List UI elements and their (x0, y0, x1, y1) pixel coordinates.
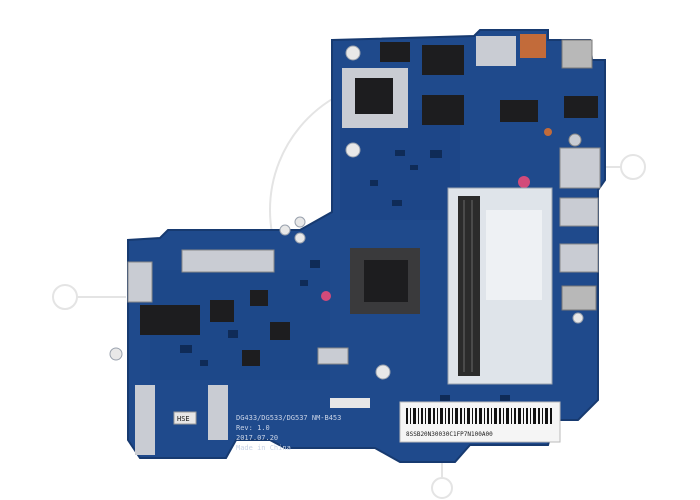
connector (317, 347, 349, 365)
silk-rev: Rev: 1.0 (236, 424, 270, 432)
sticker (330, 398, 370, 408)
mounting-holes (109, 45, 584, 380)
chip (500, 100, 538, 122)
audio-jack (561, 285, 597, 311)
silk-origin: Made in China (236, 444, 291, 452)
capacitor (518, 176, 530, 188)
serial-label: 8SSB20N30030C1FP7N100A00 (399, 401, 561, 443)
gpu-chip (355, 78, 393, 114)
vram-chip (422, 45, 464, 75)
gpu-area (342, 42, 464, 128)
chip (242, 350, 260, 366)
usb-port (559, 243, 599, 273)
chip (250, 290, 268, 306)
card-reader (564, 96, 598, 118)
connector (127, 261, 153, 303)
metal-plate (476, 36, 516, 66)
hdmi-port (559, 147, 601, 189)
capacitor (321, 291, 331, 301)
vram-chip (380, 42, 410, 62)
chip (140, 305, 200, 335)
copper-pad (520, 34, 546, 58)
ram-label (486, 210, 542, 300)
hse-tag: HSE (173, 411, 197, 425)
barcode (406, 408, 552, 424)
ram-slot-pins (458, 196, 480, 376)
vram-chip (422, 95, 464, 125)
metal-strip (208, 385, 228, 440)
ram-slot (447, 187, 553, 385)
silkscreen: DG433/DG533/DG537 NM-B453 Rev: 1.0 2017.… (236, 414, 341, 452)
usb-port (559, 197, 599, 227)
barcode-text: 8SSB20N30030C1FP7N100A00 (406, 431, 493, 438)
smd-components (180, 150, 510, 401)
cpu (350, 248, 420, 314)
silk-date: 2017.07.20 (236, 434, 278, 442)
dc-jack (561, 39, 593, 69)
lvds-connector (181, 249, 275, 273)
metal-strip (135, 385, 155, 455)
hse-tag-text: HSE (177, 415, 190, 423)
silk-model: DG433/DG533/DG537 NM-B453 (236, 414, 341, 422)
right-io (476, 34, 601, 311)
chip (270, 322, 290, 340)
left-components (127, 249, 349, 455)
chip (210, 300, 234, 322)
cpu-die (364, 260, 408, 302)
